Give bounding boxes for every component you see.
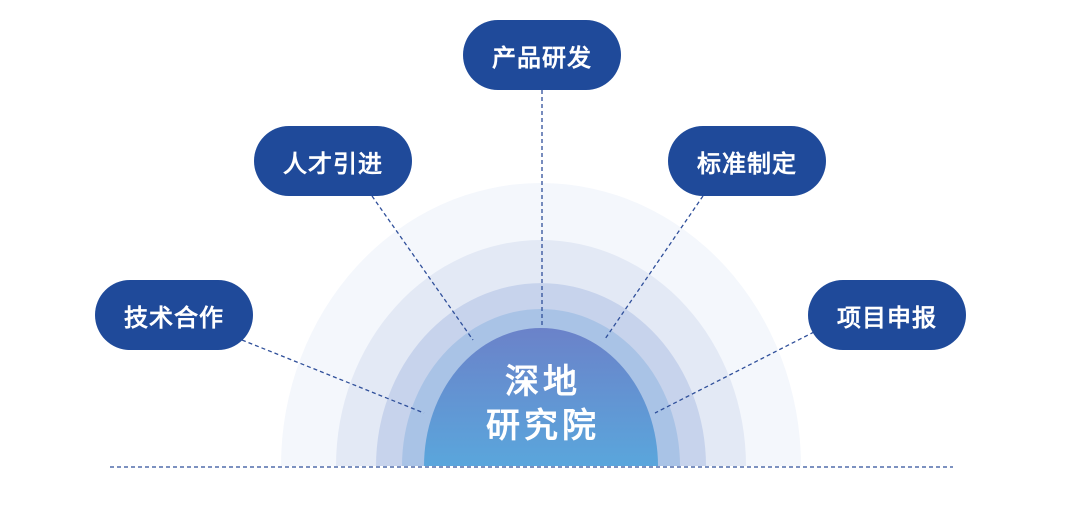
node-tech-coop: 技术合作 (95, 280, 253, 350)
center-title: 深地 研究院 (426, 360, 660, 448)
connector-talent (371, 195, 474, 341)
node-talent: 人才引进 (254, 126, 412, 196)
node-project: 项目申报 (808, 280, 966, 350)
node-product-rd: 产品研发 (463, 20, 621, 90)
connector-tech-coop (241, 339, 425, 414)
center-title-line1: 深地 (505, 362, 581, 402)
connector-standard (604, 195, 704, 340)
node-standard: 标准制定 (668, 126, 826, 196)
core-semicircle (424, 328, 658, 466)
center-title-line2: 研究院 (486, 406, 600, 446)
connector-project (654, 331, 815, 414)
